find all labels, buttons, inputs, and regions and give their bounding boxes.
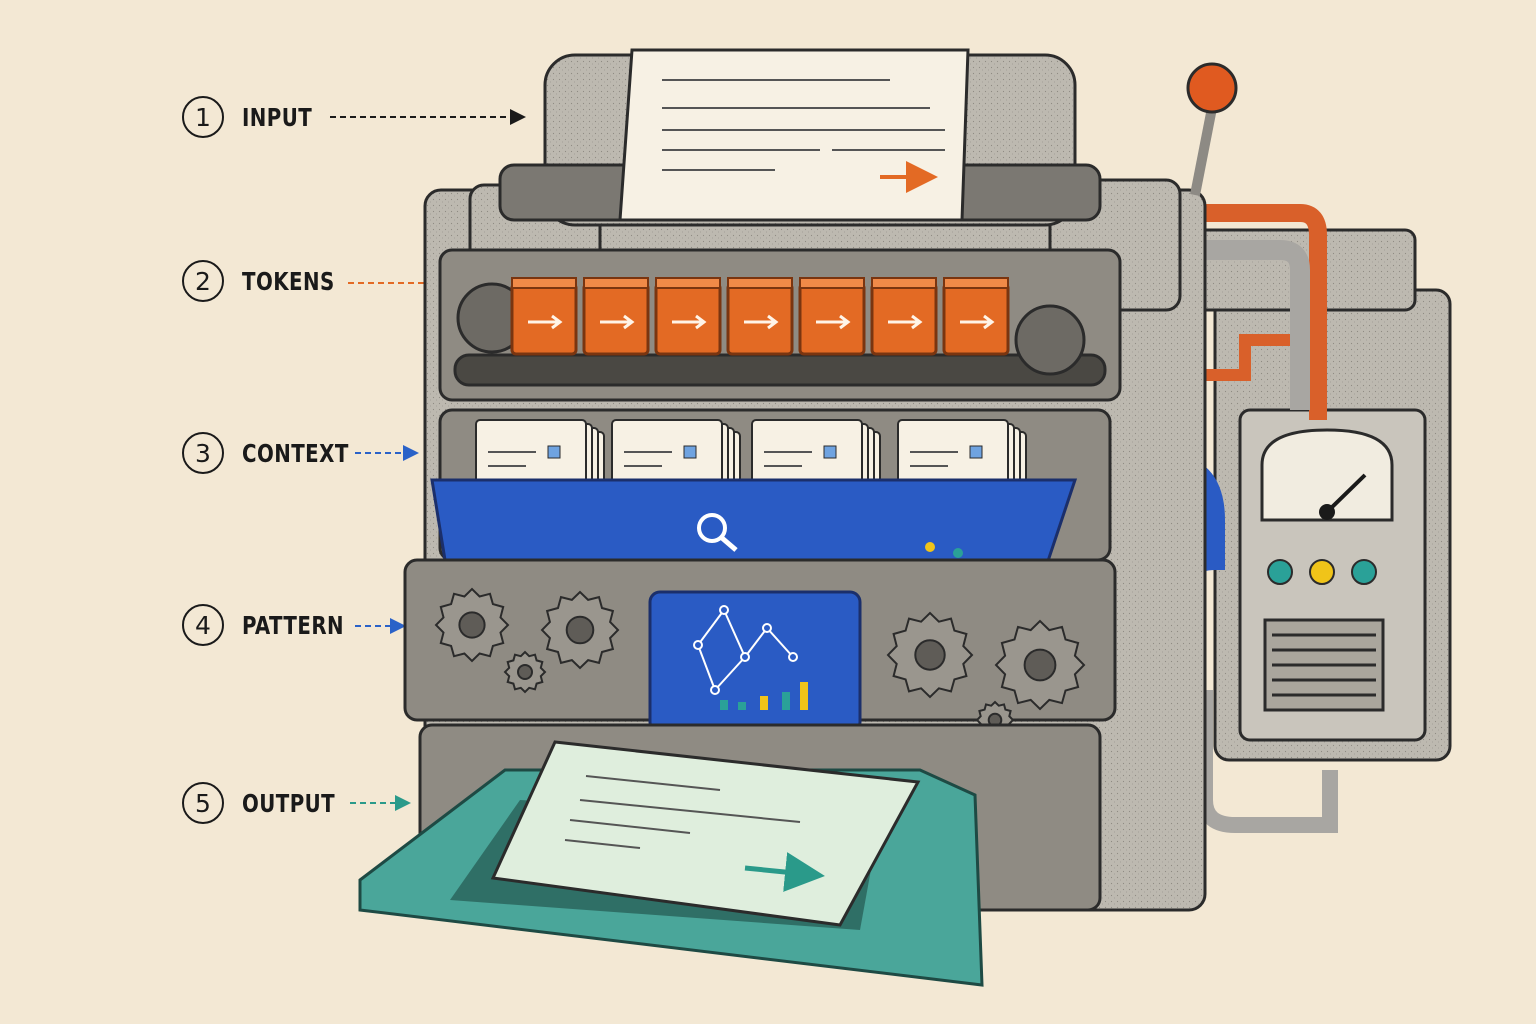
token-block [654,277,722,356]
lever [1186,62,1238,196]
indicator-light-teal [1267,559,1293,585]
token-block [798,277,866,356]
output-paper-sheet [490,740,921,927]
gear-icon [994,619,1086,711]
conveyor-gear-right [1014,304,1086,376]
stage-number-circle: 3 [182,432,224,474]
gear-icon [540,590,620,670]
stage-title: CONTEXT [242,438,349,468]
stage-label-context: 3 CONTEXT [182,428,363,478]
tray-light-1 [925,542,935,552]
gear-icon [503,650,547,694]
tray-light-2 [953,548,963,558]
pattern-chamber [403,558,1117,740]
token-block [510,277,578,356]
indicator-light-teal-2 [1351,559,1377,585]
token-block [942,277,1010,356]
gear-icon [886,611,974,699]
token-block [870,277,938,356]
input-paper-sheet [618,48,970,222]
stage-title: TOKENS [242,266,335,296]
stage-label-tokens: 2 TOKENS [182,256,347,306]
stage-label-pattern: 4 PATTERN [182,600,358,650]
pattern-panel [648,590,862,734]
magnifier-icon [697,513,738,552]
stage-number-circle: 2 [182,260,224,302]
control-cabinet [1183,228,1452,762]
token-block [582,277,650,356]
orange-pipe [1200,204,1327,420]
pressure-gauge [1260,428,1394,522]
output-tray [358,723,1102,987]
stage-label-output: 5 OUTPUT [182,778,348,828]
input-roller-assembly [498,48,1102,227]
stage-label-input: 1 INPUT [182,92,322,142]
gear-icon [434,587,510,663]
silver-pipe [1200,240,1310,410]
vent-grille [1263,618,1385,712]
stage-number-circle: 1 [182,96,224,138]
stage-title: OUTPUT [242,788,336,818]
orange-pipe-2 [1175,334,1300,381]
indicator-light-yellow [1309,559,1335,585]
stage-number-circle: 4 [182,604,224,646]
context-card-stack [611,419,741,503]
stage-title: PATTERN [242,610,345,640]
token-block [726,277,794,356]
lever-knob [1186,62,1238,114]
stage-number-circle: 5 [182,782,224,824]
tokens-conveyor [438,248,1122,402]
stage-title: INPUT [242,102,313,132]
